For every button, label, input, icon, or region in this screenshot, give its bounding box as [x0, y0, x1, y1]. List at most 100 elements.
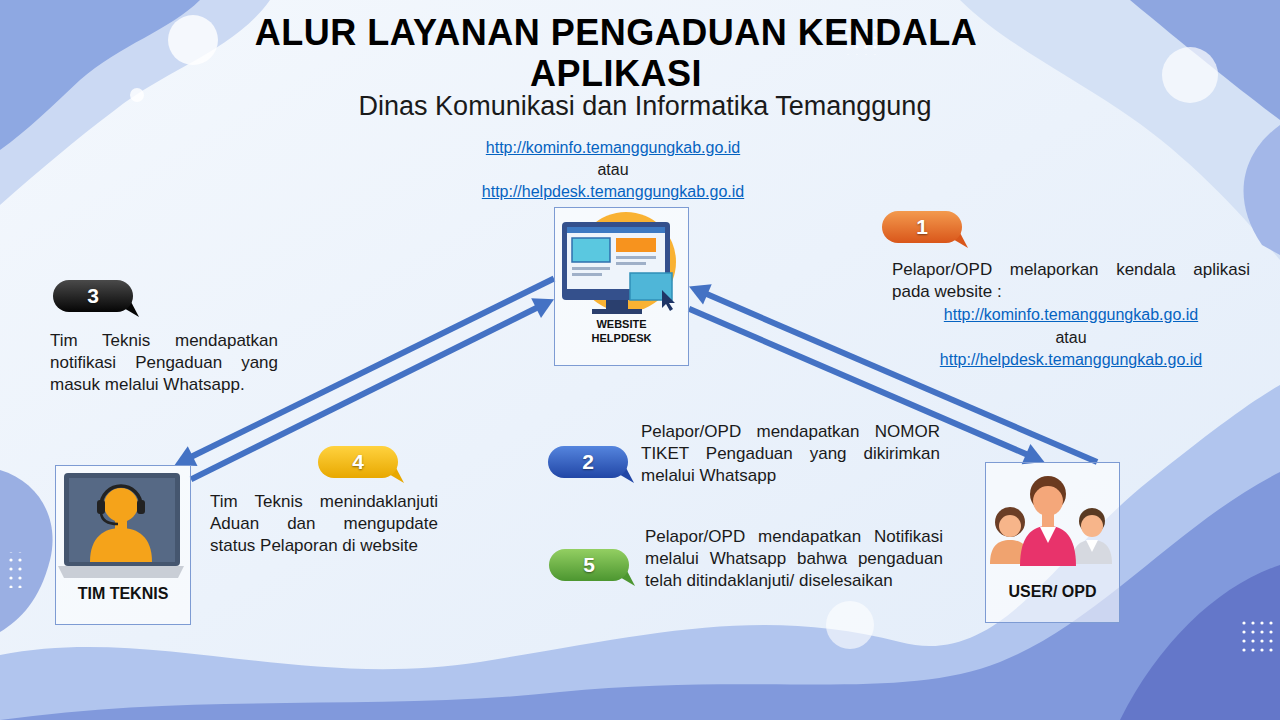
wave: [0, 472, 1280, 720]
wave: [0, 470, 53, 632]
users-icon: [990, 476, 1112, 566]
person-hair: [995, 507, 1025, 537]
screen-bar: [567, 227, 665, 233]
title: ALUR LAYANAN PENGADUAN KENDALA APLIKASI: [241, 12, 991, 94]
wave: [960, 0, 1280, 260]
callout-number: 3: [53, 280, 133, 312]
headset-ear: [137, 500, 145, 514]
screen-line: [616, 262, 646, 265]
agent-screen-inner: [69, 478, 175, 562]
label-wrap: http://helpdesk.temanggungkab.go.id: [871, 349, 1271, 371]
step-badge: 1: [882, 211, 970, 249]
wave: [1130, 0, 1280, 120]
step-badge: 5: [549, 549, 637, 587]
step-badge: 3: [53, 280, 141, 318]
bubble: [130, 88, 144, 102]
label-wrap: Tim Teknis menindaklanjuti Aduan dan men…: [210, 491, 438, 557]
support-agent-icon: [58, 473, 184, 578]
step-text: Pelapor/OPD melaporkan kendala aplikasi …: [892, 259, 1250, 303]
badge-body: [548, 446, 628, 478]
monitor-base: [592, 309, 642, 314]
bubble: [826, 601, 874, 649]
label-wrap: http://kominfo.temanggungkab.go.id: [413, 137, 813, 159]
wave: [1120, 565, 1280, 720]
dot-grid: [6, 552, 24, 588]
person-body: [1072, 540, 1112, 564]
label-wrap: Pelapor/OPD melaporkan kendala aplikasi …: [892, 259, 1250, 303]
bubble: [1162, 47, 1218, 103]
badge-body: [318, 446, 398, 478]
dot-grid: [1238, 618, 1274, 654]
label-wrap: Tim Teknis mendapatkan notifikasi Pengad…: [50, 330, 278, 396]
screen-line: [572, 273, 602, 276]
badge-body: [53, 280, 133, 312]
step-badge: 2: [548, 446, 636, 484]
agent-head: [104, 488, 138, 522]
person-face: [1033, 486, 1063, 516]
agent-body: [90, 528, 152, 562]
callout-number: 1: [882, 211, 962, 243]
url-link: http://helpdesk.temanggungkab.go.id: [413, 181, 813, 203]
badge-body: [549, 549, 629, 581]
person-face: [999, 515, 1021, 537]
label-wrap: Pelapor/OPD mendapatkan NOMOR TIKET Peng…: [641, 421, 940, 487]
box-label: USER/ OPD: [990, 582, 1115, 602]
step-text: Tim Teknis mendapatkan notifikasi Pengad…: [50, 330, 278, 396]
callout-number: 2: [548, 446, 628, 478]
website-box: WEBSITE HELPDESK: [554, 207, 689, 366]
cursor: [662, 290, 675, 311]
headset-ear: [97, 500, 105, 514]
step-text: Pelapor/OPD mendapatkan NOMOR TIKET Peng…: [641, 421, 940, 487]
person-face: [1081, 515, 1103, 537]
agent-screen: [64, 473, 180, 566]
step-text: Tim Teknis menindaklanjuti Aduan dan men…: [210, 491, 438, 557]
arrow-head: [531, 298, 554, 318]
screen-panel: [572, 238, 610, 262]
url-link: http://kominfo.temanggungkab.go.id: [413, 137, 813, 159]
person-collar: [1040, 527, 1056, 543]
wave: [0, 0, 270, 205]
wave: [1244, 125, 1280, 255]
arrow-head: [689, 284, 712, 304]
connector-word: atau: [871, 327, 1271, 349]
person-collar: [1086, 540, 1098, 552]
subtitle: Dinas Komunikasi dan Informatika Temangg…: [300, 91, 990, 121]
website-icon: [562, 212, 676, 314]
screen-line: [572, 267, 610, 270]
label-wrap: Pelapor/OPD mendapatkan Notifikasi melal…: [645, 526, 943, 592]
box-label: WEBSITE HELPDESK: [582, 317, 662, 345]
monitor-stand: [606, 300, 628, 310]
arrow-head: [175, 446, 198, 466]
step-badge: 4: [318, 446, 406, 484]
headset-mic: [101, 513, 118, 524]
box-label: TIM TEKNIS: [60, 584, 186, 604]
callout-number: 4: [318, 446, 398, 478]
box-fill: [554, 207, 689, 366]
flow-arrow: [191, 298, 554, 479]
flow-arrow: [175, 279, 554, 466]
person-body: [1020, 526, 1076, 566]
title-wrap: ALUR LAYANAN PENGADUAN KENDALA APLIKASI: [241, 12, 991, 94]
screen-line: [616, 256, 656, 259]
label-wrap: Dinas Komunikasi dan Informatika Temangg…: [300, 91, 990, 121]
box-fill: [985, 462, 1120, 623]
url-link: http://kominfo.temanggungkab.go.id: [871, 304, 1271, 326]
wave: [0, 0, 200, 150]
headset-band: [101, 486, 141, 506]
box-fill: [55, 465, 191, 625]
callout-number: 5: [549, 549, 629, 581]
laptop-base: [58, 566, 184, 578]
wave: [0, 385, 1280, 720]
screen-panel: [616, 238, 656, 252]
label-wrap: atau: [413, 159, 813, 181]
label-wrap: http://kominfo.temanggungkab.go.id: [871, 304, 1271, 326]
bubble: [168, 15, 218, 65]
url-link: http://helpdesk.temanggungkab.go.id: [871, 349, 1271, 371]
label-wrap: http://helpdesk.temanggungkab.go.id: [413, 181, 813, 203]
badge-body: [882, 211, 962, 243]
team-box: TIM TEKNIS: [55, 465, 191, 625]
step-text: Pelapor/OPD mendapatkan Notifikasi melal…: [645, 526, 943, 592]
label-wrap: atau: [871, 327, 1271, 349]
